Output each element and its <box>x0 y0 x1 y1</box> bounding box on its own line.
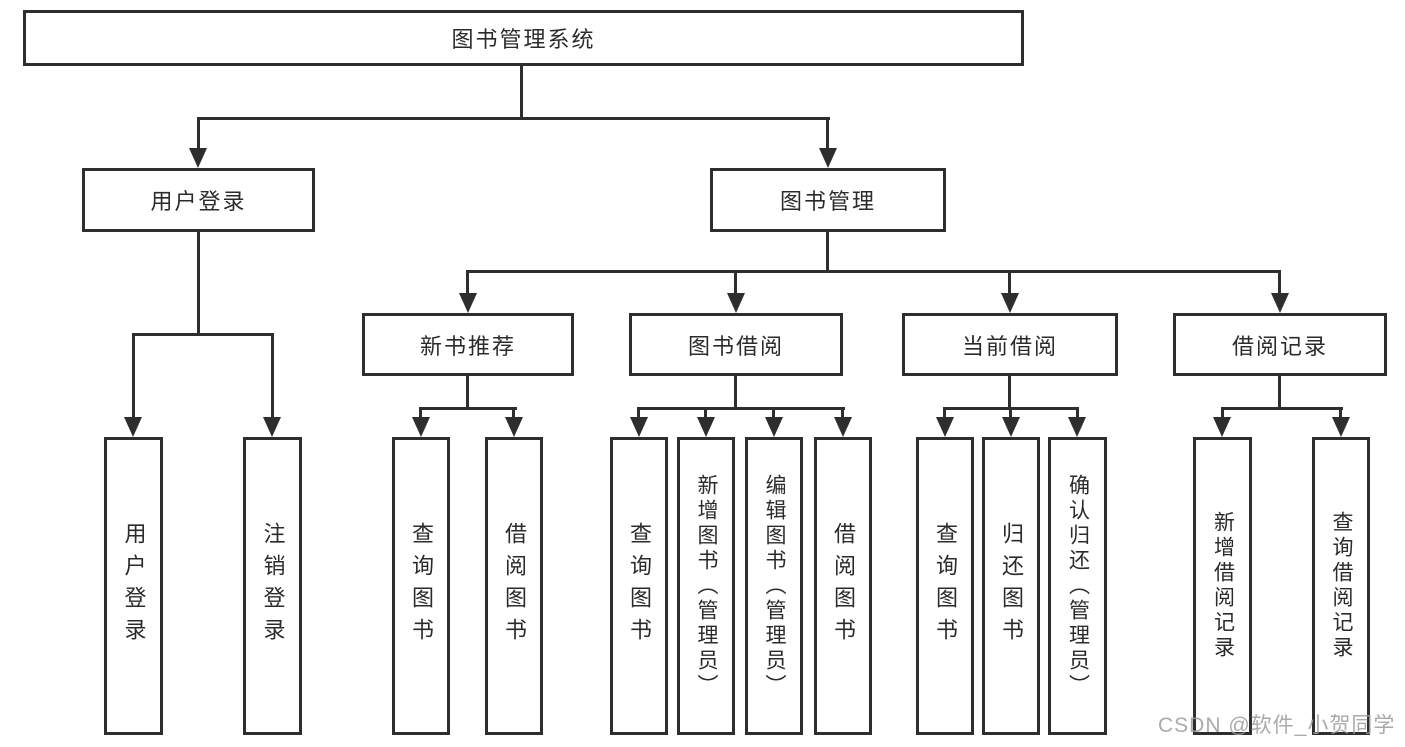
arrow-down-icon <box>1068 417 1086 437</box>
node-library-management-system: 图书管理系统 <box>23 10 1024 66</box>
leaf-borrow-query-books: 查询图书 <box>610 437 668 735</box>
arrow-down-icon <box>630 417 648 437</box>
connector-current-drop-3 <box>1076 407 1079 420</box>
arrow-down-icon <box>189 148 207 168</box>
leaf-label: 归还图书 <box>999 522 1024 650</box>
connector-userlogin-drop-left <box>132 333 135 419</box>
node-user-login-group: 用户登录 <box>82 168 315 232</box>
connector-newbook-stem <box>466 376 469 410</box>
leaf-label: 注销登录 <box>260 522 286 650</box>
connector-userlogin-bar <box>132 333 274 336</box>
connector-newbook-drop-2 <box>512 407 515 420</box>
leaf-records-query-borrow-record: 查询借阅记录 <box>1312 437 1370 735</box>
leaf-current-query-books: 查询图书 <box>916 437 974 735</box>
connector-newbook-bar <box>419 407 517 410</box>
leaf-newbook-query-books: 查询图书 <box>392 437 450 735</box>
connector-userlogin-drop-right <box>271 333 274 419</box>
connector-borrow-drop-2 <box>704 407 707 420</box>
connector-root-bar <box>197 117 830 120</box>
connector-newbook-drop-1 <box>419 407 422 420</box>
arrow-down-icon <box>412 417 430 437</box>
arrow-down-icon <box>1001 293 1019 313</box>
leaf-label: 用户登录 <box>121 522 147 650</box>
connector-bookmgmt-drop-2 <box>734 270 737 296</box>
node-new-book-recommend: 新书推荐 <box>362 313 574 376</box>
connector-bookmgmt-drop-4 <box>1278 270 1281 296</box>
leaf-label: 查询借阅记录 <box>1330 511 1353 661</box>
node-label: 当前借阅 <box>961 333 1058 359</box>
arrow-down-icon <box>1271 293 1289 313</box>
arrow-down-icon <box>819 148 837 168</box>
leaf-label: 查询图书 <box>627 522 652 650</box>
leaf-user-login: 用户登录 <box>104 437 163 735</box>
node-book-management: 图书管理 <box>710 168 946 232</box>
connector-userlogin-stem <box>197 232 200 335</box>
leaf-label: 新增借阅记录 <box>1211 511 1235 661</box>
connector-records-bar <box>1221 407 1343 410</box>
arrow-down-icon <box>765 417 783 437</box>
connector-borrow-stem <box>734 376 737 410</box>
arrow-down-icon <box>505 417 523 437</box>
connector-current-stem <box>1008 376 1011 410</box>
arrow-down-icon <box>936 417 954 437</box>
arrow-down-icon <box>263 417 281 437</box>
arrow-down-icon <box>727 293 745 313</box>
arrow-down-icon <box>1213 417 1231 437</box>
node-current-borrow: 当前借阅 <box>902 313 1118 376</box>
connector-bookmgmt-drop-3 <box>1008 270 1011 296</box>
arrow-down-icon <box>697 417 715 437</box>
node-label: 借阅记录 <box>1231 333 1328 359</box>
node-label: 图书借阅 <box>687 333 784 359</box>
arrow-down-icon <box>124 417 142 437</box>
connector-records-drop-1 <box>1221 407 1224 420</box>
arrow-down-icon <box>459 293 477 313</box>
node-borrow-records: 借阅记录 <box>1173 313 1387 376</box>
leaf-label: 借阅图书 <box>831 522 856 650</box>
leaf-label: 查询图书 <box>933 522 958 650</box>
leaf-borrow-borrow-books: 借阅图书 <box>814 437 872 735</box>
connector-borrow-drop-1 <box>637 407 640 420</box>
leaf-label: 查询图书 <box>409 522 434 650</box>
arrow-down-icon <box>1002 417 1020 437</box>
arrow-down-icon <box>834 417 852 437</box>
leaf-newbook-borrow-books: 借阅图书 <box>485 437 543 735</box>
leaf-current-confirm-return-admin: 确认归还（管理员） <box>1048 437 1107 735</box>
csdn-watermark: CSDN @软件_小贺同学 <box>1158 714 1396 737</box>
connector-bookmgmt-bar <box>466 270 1281 273</box>
leaf-records-add-borrow-record: 新增借阅记录 <box>1193 437 1252 735</box>
node-label: 用户登录 <box>150 189 247 214</box>
connector-borrow-bar <box>637 407 845 410</box>
connector-bookmgmt-drop-1 <box>466 270 469 296</box>
leaf-borrow-edit-books-admin: 编辑图书（管理员） <box>745 437 803 735</box>
connector-records-stem <box>1278 376 1281 410</box>
node-label: 图书管理 <box>779 189 876 214</box>
connector-borrow-drop-3 <box>772 407 775 420</box>
leaf-label: 借阅图书 <box>502 522 527 650</box>
connector-root-stem <box>520 65 523 118</box>
connector-records-drop-2 <box>1339 407 1342 420</box>
leaf-current-return-books: 归还图书 <box>982 437 1040 735</box>
arrow-down-icon <box>1332 417 1350 437</box>
leaf-borrow-add-books-admin: 新增图书（管理员） <box>677 437 735 735</box>
node-book-borrow: 图书借阅 <box>629 313 843 376</box>
connector-bookmgmt-stem <box>826 232 829 273</box>
connector-current-drop-1 <box>943 407 946 420</box>
leaf-label: 编辑图书（管理员） <box>763 473 786 699</box>
leaf-label: 新增图书（管理员） <box>695 473 718 699</box>
node-label: 图书管理系统 <box>451 27 596 52</box>
node-label: 新书推荐 <box>419 333 516 359</box>
connector-root-drop-left <box>197 117 200 151</box>
connector-root-drop-right <box>826 117 829 151</box>
connector-current-drop-2 <box>1009 407 1012 420</box>
connector-borrow-drop-4 <box>841 407 844 420</box>
leaf-logout: 注销登录 <box>243 437 302 735</box>
leaf-label: 确认归还（管理员） <box>1066 473 1090 699</box>
